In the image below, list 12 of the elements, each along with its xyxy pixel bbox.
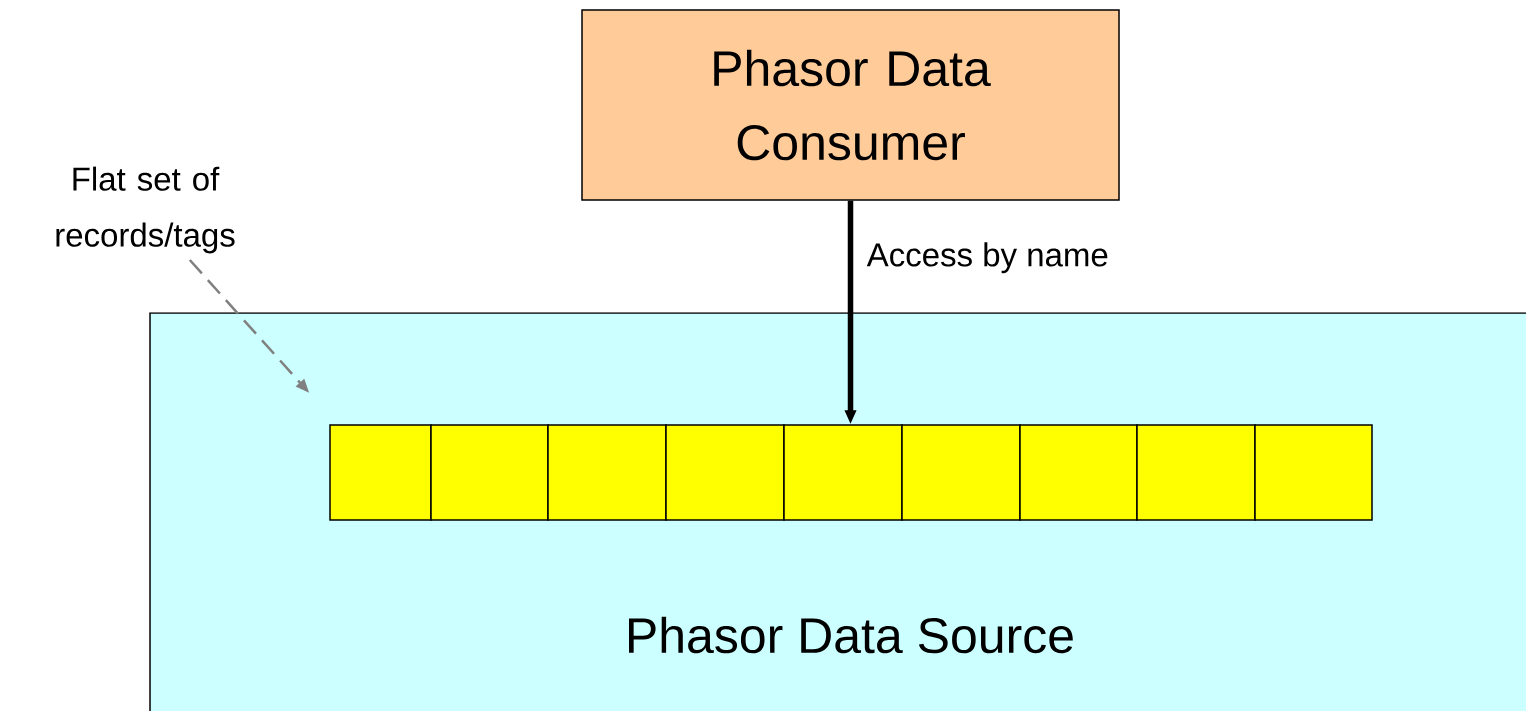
record-cell bbox=[1254, 424, 1373, 521]
record-cell bbox=[783, 424, 903, 521]
note-text: Flat set of records/tags bbox=[56, 166, 235, 254]
record-cell bbox=[1136, 424, 1256, 521]
edge-label: Access by name bbox=[864, 240, 1111, 276]
record-cell bbox=[901, 424, 1021, 521]
record-cell bbox=[665, 424, 785, 521]
record-cell bbox=[329, 424, 432, 521]
consumer-box: Phasor Data Consumer bbox=[581, 9, 1120, 201]
record-cell bbox=[430, 424, 549, 521]
record-cell bbox=[547, 424, 667, 521]
record-cell bbox=[1019, 424, 1138, 521]
